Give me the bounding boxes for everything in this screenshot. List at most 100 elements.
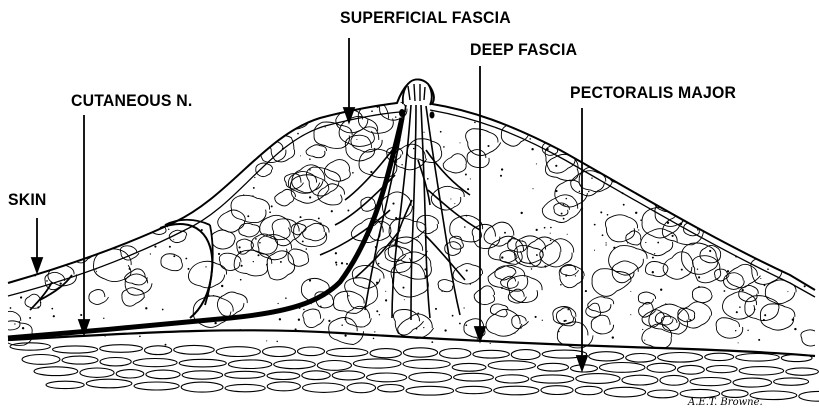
- stipple-dot: [303, 309, 304, 310]
- stipple-dot: [743, 173, 745, 175]
- stipple-dot: [247, 215, 249, 217]
- stipple-dot: [792, 273, 794, 275]
- stipple-dot: [441, 291, 442, 292]
- stipple-dot: [221, 285, 223, 287]
- stipple-dot: [643, 317, 644, 318]
- stipple-dot: [116, 233, 118, 235]
- fat-lobule: [677, 135, 708, 162]
- stipple-dot: [652, 257, 654, 259]
- stipple-dot: [454, 203, 455, 204]
- stipple-dot: [501, 256, 503, 258]
- stipple-dot: [798, 251, 799, 252]
- stipple-dot: [672, 171, 673, 172]
- stipple-dot: [212, 176, 214, 178]
- stipple-dot: [193, 146, 195, 148]
- stipple-dot: [213, 295, 214, 296]
- stipple-dot: [712, 116, 714, 118]
- stipple-dot: [522, 240, 523, 241]
- stipple-dot: [612, 336, 614, 338]
- stipple-dot: [590, 155, 591, 156]
- stipple-dot: [563, 204, 564, 205]
- stipple-dot: [709, 250, 711, 252]
- stipple-dot: [467, 188, 469, 190]
- stipple-dot: [680, 223, 682, 225]
- fat-lobule: [654, 192, 679, 212]
- fat-lobule: [692, 287, 712, 303]
- stipple-dot: [418, 237, 419, 238]
- stipple-dot: [633, 159, 635, 161]
- stipple-dot: [127, 167, 129, 169]
- stipple-dot: [529, 262, 531, 264]
- fat-lobule: [745, 296, 779, 321]
- stipple-dot: [232, 139, 233, 140]
- stipple-dot: [350, 130, 351, 131]
- stipple-dot: [784, 261, 786, 263]
- stipple-dot: [698, 286, 699, 287]
- stipple-dot: [40, 173, 42, 175]
- stipple-dot: [544, 265, 546, 267]
- stipple-dot: [404, 299, 405, 300]
- stipple-dot: [459, 323, 461, 325]
- stipple-dot: [770, 170, 771, 171]
- stipple-dot: [588, 132, 590, 134]
- stipple-dot: [602, 234, 604, 236]
- stipple-dot: [37, 306, 39, 308]
- fat-lobule: [43, 144, 79, 171]
- stipple-dot: [183, 194, 185, 196]
- fat-lobule: [700, 123, 728, 144]
- fat-lobule: [735, 133, 770, 159]
- fat-lobule: [0, 92, 27, 113]
- stipple-dot: [146, 127, 148, 129]
- stipple-dot: [645, 242, 646, 243]
- fat-lobule: [311, 93, 333, 114]
- stipple-dot: [341, 291, 342, 292]
- stipple-dot: [550, 240, 552, 242]
- fat-lobule: [122, 191, 150, 212]
- stipple-dot: [113, 122, 115, 124]
- stipple-dot: [435, 191, 436, 192]
- stipple-dot: [32, 139, 34, 141]
- fat-lobule: [507, 276, 542, 303]
- stipple-dot: [514, 332, 515, 333]
- stipple-dot: [63, 168, 65, 170]
- stipple-dot: [145, 307, 147, 309]
- stipple-dot: [80, 314, 82, 316]
- fat-lobule: [92, 145, 113, 166]
- stipple-dot: [172, 158, 174, 160]
- stipple-dot: [477, 338, 478, 339]
- stipple-dot: [416, 239, 418, 241]
- stipple-dot: [318, 217, 320, 219]
- stipple-dot: [395, 116, 396, 117]
- stipple-dot: [214, 322, 216, 324]
- stipple-dot: [665, 303, 666, 304]
- stipple-dot: [592, 151, 593, 152]
- stipple-dot: [686, 152, 688, 154]
- stipple-dot: [501, 168, 503, 170]
- stipple-dot: [276, 127, 278, 129]
- stipple-dot: [71, 236, 73, 238]
- stipple-dot: [374, 331, 375, 332]
- stipple-dot: [247, 118, 249, 120]
- stipple-dot: [500, 175, 502, 177]
- stipple-dot: [163, 179, 164, 180]
- stipple-dot: [681, 269, 683, 271]
- fat-lobule: [19, 129, 54, 156]
- stipple-dot: [466, 270, 468, 272]
- stipple-dot: [11, 174, 13, 176]
- stipple-dot: [60, 282, 62, 284]
- stipple-dot: [585, 290, 587, 292]
- fat-lobule: [611, 160, 626, 171]
- muscle-fiber: [46, 381, 84, 388]
- stipple-dot: [644, 340, 645, 341]
- fat-lobule: [267, 251, 294, 280]
- fat-lobule: [786, 174, 805, 187]
- stipple-dot: [651, 152, 653, 154]
- stipple-dot: [95, 191, 96, 192]
- fat-lobule: [728, 135, 757, 160]
- label-cutaneous-n: CUTANEOUS N.: [71, 91, 192, 111]
- stipple-dot: [376, 282, 378, 284]
- stipple-dot: [783, 113, 785, 115]
- stipple-dot: [579, 119, 581, 121]
- stipple-dot: [762, 212, 763, 213]
